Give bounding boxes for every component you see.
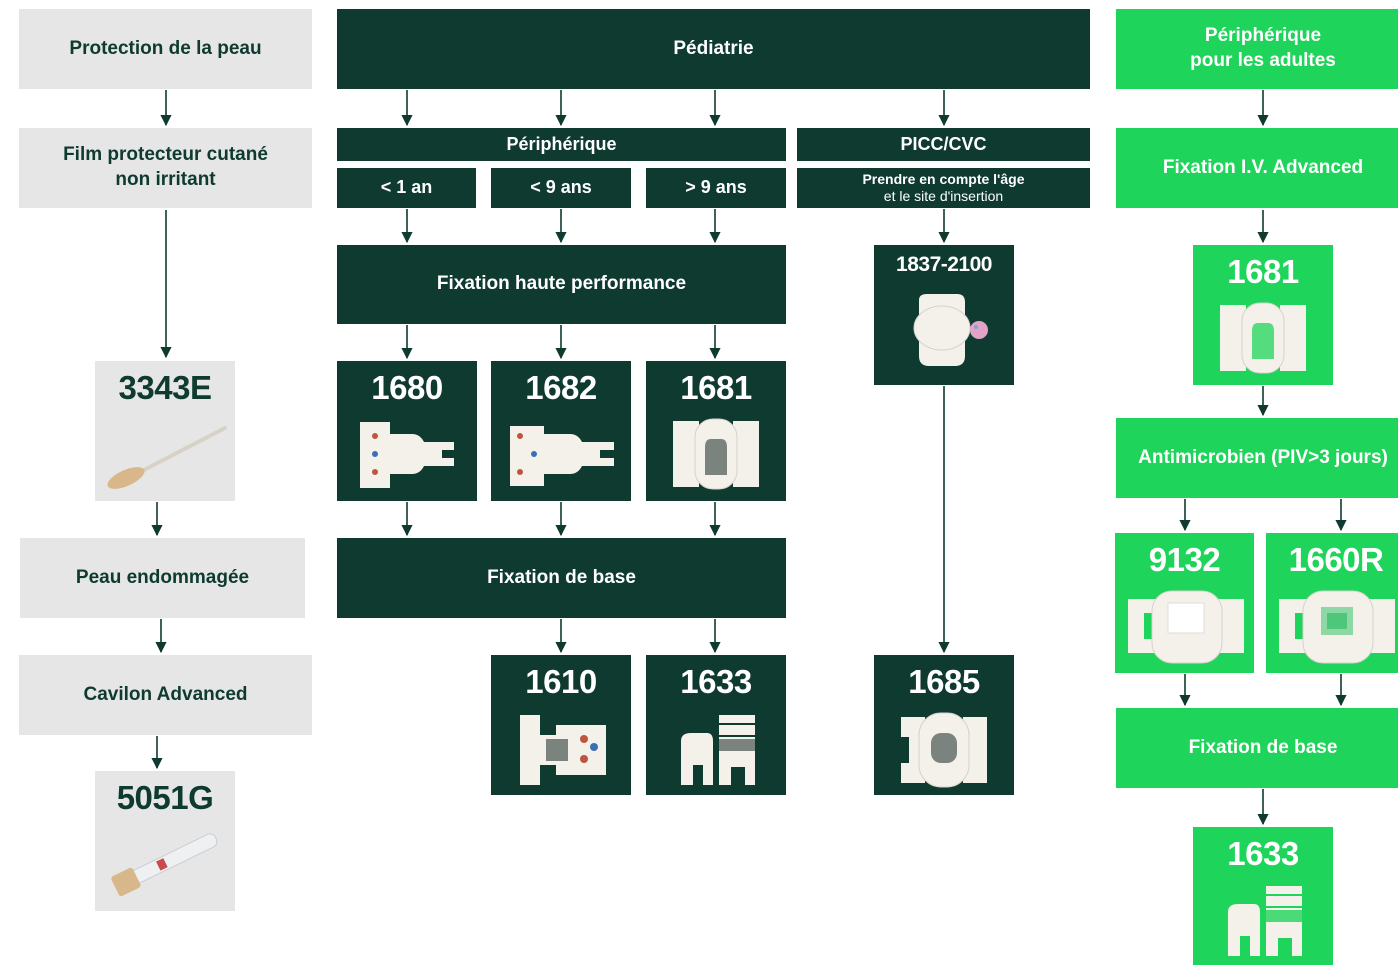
picc-box: PICC/CVC	[797, 128, 1090, 161]
product-1633: 1633	[646, 655, 786, 795]
product-code: 1681	[1227, 253, 1299, 290]
product-1685: 1685	[874, 655, 1014, 795]
product-code: 1685	[908, 663, 980, 700]
fixation-base-box: Fixation de base	[337, 538, 786, 618]
dressing-1610-icon	[491, 701, 631, 795]
cavilon-box: Cavilon Advanced	[19, 655, 312, 735]
product-code: 1633	[1227, 835, 1299, 872]
product-1610: 1610	[491, 655, 631, 795]
dressing-1681-icon	[646, 407, 786, 501]
applicator-tube-icon	[95, 817, 235, 911]
product-1837-2100: 1837-2100	[874, 245, 1014, 385]
age-lt1-label: < 1 an	[380, 177, 433, 198]
product-code: 1633	[680, 663, 752, 700]
age-lt9-box: < 9 ans	[491, 168, 631, 208]
dressing-1681-green-icon	[1193, 291, 1333, 385]
product-code: 1680	[371, 369, 443, 406]
fixation-base-adult-box: Fixation de base	[1116, 708, 1398, 788]
dressing-1633-green-icon	[1193, 873, 1333, 965]
adult-label-line1: Périphérique	[1204, 25, 1322, 47]
dressing-1660r-icon	[1266, 579, 1398, 673]
swab-applicator-icon	[95, 407, 235, 501]
iv-advanced-label: Fixation I.V. Advanced	[1162, 156, 1364, 178]
product-code: 1681	[680, 369, 752, 406]
picc-label: PICC/CVC	[900, 133, 987, 154]
product-1660r: 1660R	[1266, 533, 1398, 673]
fixation-base-label: Fixation de base	[487, 566, 636, 588]
age-lt9-label: < 9 ans	[530, 177, 592, 198]
adult-label-line2: pour les adultes	[1190, 50, 1336, 71]
dressing-1633-icon	[646, 701, 786, 795]
damaged-skin-box: Peau endommagée	[20, 538, 305, 618]
product-3343e: 3343E	[95, 361, 235, 501]
product-9132: 9132	[1115, 533, 1254, 673]
antimicrobien-box: Antimicrobien (PIV>3 jours)	[1116, 418, 1398, 498]
dressing-9132-icon	[1115, 579, 1254, 673]
product-code: 1837-2100	[896, 253, 992, 276]
picc-sub-line2: et le site d'insertion	[883, 188, 1004, 204]
product-1681-adult: 1681	[1193, 245, 1333, 385]
haute-performance-box: Fixation haute performance	[337, 245, 786, 324]
film-box: Film protecteur cutané non irritant	[19, 128, 312, 208]
product-code: 1682	[525, 369, 597, 406]
product-1681: 1681	[646, 361, 786, 501]
product-code: 3343E	[118, 369, 212, 406]
picc-sub-box: Prendre en compte l'âge et le site d'ins…	[797, 168, 1090, 208]
age-lt1-box: < 1 an	[337, 168, 476, 208]
product-code: 5051G	[116, 779, 214, 816]
iv-advanced-box: Fixation I.V. Advanced	[1116, 128, 1398, 208]
dressing-1682-icon	[491, 407, 631, 501]
dressing-picc-icon	[874, 277, 1014, 385]
cavilon-label: Cavilon Advanced	[83, 683, 248, 705]
adult-peripheral-box: Périphérique pour les adultes	[1116, 9, 1398, 89]
dressing-1680-icon	[337, 407, 477, 501]
film-label-line1: Film protecteur cutané	[63, 144, 268, 166]
product-code: 9132	[1148, 541, 1221, 578]
picc-sub-line1: Prendre en compte l'âge	[862, 171, 1025, 188]
product-5051g: 5051G	[95, 771, 235, 911]
product-1633-adult: 1633	[1193, 827, 1333, 965]
haute-performance-label: Fixation haute performance	[436, 273, 687, 295]
product-1682: 1682	[491, 361, 631, 501]
fixation-base-adult-label: Fixation de base	[1188, 736, 1338, 758]
peripherique-box: Périphérique	[337, 128, 786, 161]
pediatrie-box: Pédiatrie	[337, 9, 1090, 89]
product-code: 1610	[525, 663, 597, 700]
film-label-line2: non irritant	[115, 169, 216, 190]
antimicrobien-label: Antimicrobien (PIV>3 jours)	[1138, 446, 1388, 468]
age-gt9-box: > 9 ans	[646, 168, 786, 208]
product-1680: 1680	[337, 361, 477, 501]
protection-box: Protection de la peau	[19, 9, 312, 89]
peripherique-label: Périphérique	[506, 133, 617, 154]
pediatrie-label: Pédiatrie	[673, 37, 754, 59]
age-gt9-label: > 9 ans	[685, 177, 747, 198]
damaged-label: Peau endommagée	[75, 566, 250, 588]
dressing-1685-icon	[874, 701, 1014, 795]
product-code: 1660R	[1288, 541, 1384, 578]
protection-label: Protection de la peau	[69, 37, 262, 59]
